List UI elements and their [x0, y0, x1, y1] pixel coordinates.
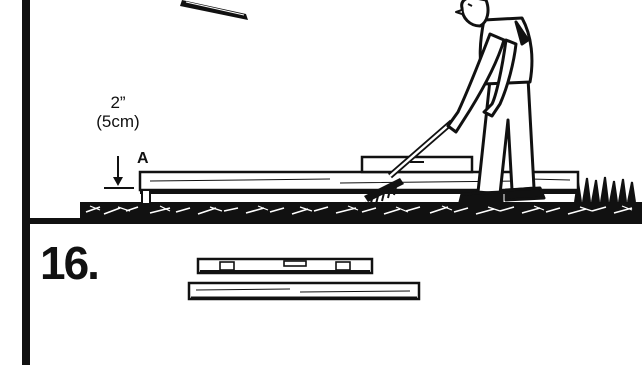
marker-a-label: A — [137, 150, 149, 168]
spirit-level-on-board — [362, 157, 472, 172]
spirit-level — [198, 259, 372, 273]
panel-divider — [22, 218, 642, 224]
measurement-metric: (5cm) — [86, 112, 150, 131]
straight-board — [189, 283, 419, 299]
grass-tufts — [575, 177, 635, 202]
ground-soil — [80, 202, 642, 218]
measurement-imperial: 2” — [86, 93, 150, 112]
measurement-label: 2” (5cm) — [86, 93, 150, 131]
step-number: 16. — [40, 236, 98, 290]
height-arrow-icon — [104, 156, 134, 188]
panel-border-left — [22, 0, 30, 365]
rake-head-icon — [180, 0, 248, 20]
board-support-stake — [142, 190, 150, 204]
